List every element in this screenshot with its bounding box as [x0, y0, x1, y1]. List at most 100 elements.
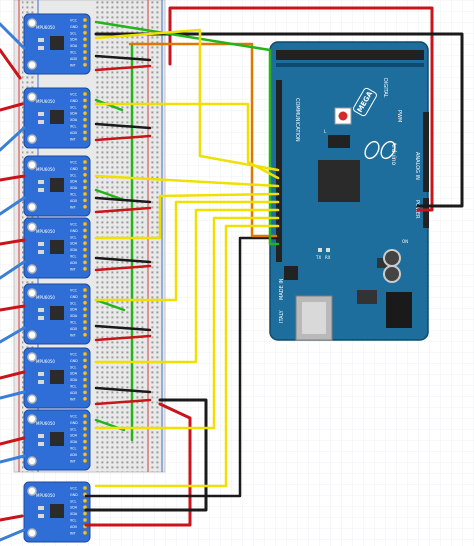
- pin-label: GND: [70, 229, 78, 233]
- mpu-chip: [50, 432, 64, 446]
- wire-blue-left-8: [0, 528, 26, 542]
- module-pin: [82, 247, 88, 252]
- capacitor-1: [383, 249, 401, 267]
- wire-red-power-lower: [84, 402, 192, 527]
- wire-green-2: [94, 188, 126, 202]
- pin-label: VCC: [70, 19, 78, 23]
- pin-label: XCL: [70, 193, 76, 197]
- pin-label: GND: [70, 25, 78, 29]
- l-label: L: [324, 129, 327, 134]
- wire-red-left-4: [0, 238, 26, 246]
- pin-label: INT: [70, 267, 77, 271]
- pin-label: AD0: [70, 57, 77, 61]
- wire-black-j5: [94, 324, 152, 332]
- module-pin: [82, 396, 88, 402]
- pin-label: AD0: [70, 261, 77, 265]
- module-pin: [82, 383, 88, 389]
- module-pin: [82, 332, 88, 338]
- wire-blue-left-5: [0, 326, 26, 344]
- wire-red-left-2: [0, 102, 24, 112]
- module-name-label: MPU6050: [36, 167, 55, 172]
- module-pin: [82, 319, 88, 325]
- pin-label: SDA: [70, 506, 78, 510]
- pin-label: XDA: [70, 512, 78, 516]
- module-pin: [82, 234, 88, 240]
- wire-blue-left-6: [0, 390, 26, 400]
- wire-red-j6: [94, 398, 152, 406]
- module-pin: [82, 24, 88, 29]
- module-pin: [82, 390, 88, 395]
- module-pin: [82, 30, 88, 36]
- pin-label: SCL: [70, 365, 77, 369]
- pin-label: AD0: [70, 199, 77, 203]
- capacitor-2: [383, 265, 401, 283]
- pin-label: GND: [70, 167, 78, 171]
- module-pin: [82, 159, 88, 165]
- wire-red-left-1: [0, 48, 22, 80]
- mpu-chip: [50, 504, 64, 518]
- module-pin: [82, 306, 88, 312]
- pin-label: XCL: [70, 125, 76, 129]
- wire-blue-left-2: [0, 126, 26, 152]
- icsp-header: [328, 135, 350, 148]
- module-pin: [82, 432, 88, 438]
- pin-label: XCL: [70, 51, 76, 55]
- module-pin: [82, 485, 88, 491]
- module-pin: [82, 313, 88, 318]
- module-pin: [82, 370, 88, 376]
- module-pin: [82, 130, 88, 135]
- wire-orange: [128, 42, 278, 238]
- module-pin: [82, 172, 88, 178]
- pin-label: SDA: [70, 434, 78, 438]
- wire-yellow-sda-6: [94, 208, 280, 364]
- module-pin: [82, 98, 88, 103]
- module-pin: [82, 377, 88, 382]
- pin-label: XCL: [70, 255, 76, 259]
- pin-label: INT: [70, 137, 77, 141]
- module-pin: [82, 439, 88, 444]
- pin-label: SDA: [70, 308, 78, 312]
- module-pin: [82, 413, 88, 419]
- pin-label: INT: [70, 531, 77, 535]
- module-pin: [82, 43, 88, 48]
- module-pin: [82, 49, 88, 55]
- module-pin: [82, 198, 88, 203]
- pin-label: XCL: [70, 321, 76, 325]
- wires: [0, 6, 464, 542]
- module-pin: [82, 178, 88, 184]
- pin-label: VCC: [70, 161, 78, 165]
- module-pin: [82, 351, 88, 357]
- module-pin: [82, 358, 88, 363]
- analog-header: [423, 112, 429, 192]
- pin-label: SDA: [70, 372, 78, 376]
- module-name-label: MPU6050: [36, 229, 55, 234]
- module-pin: [82, 530, 88, 536]
- pin-label: VCC: [70, 223, 78, 227]
- power-jack: [386, 292, 412, 328]
- wire-red-j1: [94, 64, 152, 72]
- pin-label: SDA: [70, 242, 78, 246]
- icsp2-header: [284, 266, 298, 280]
- pin-label: SCL: [70, 173, 77, 177]
- wire-black-j1: [94, 54, 152, 62]
- module-pin: [82, 62, 88, 68]
- module-name-label: MPU6050: [36, 359, 55, 364]
- country-label: ITALY: [279, 309, 285, 323]
- module-pin: [82, 221, 88, 227]
- wire-blue-left-1: [0, 22, 26, 50]
- digital-header-left: [276, 80, 282, 262]
- mpu-chip: [50, 110, 64, 124]
- module-pin: [82, 266, 88, 272]
- pin-label: SCL: [70, 427, 77, 431]
- module-pin: [82, 123, 88, 129]
- header-analog-label: ANALOG IN: [414, 152, 420, 180]
- module-pin: [82, 110, 88, 116]
- pin-label: XDA: [70, 314, 78, 318]
- module-pin: [82, 426, 88, 432]
- module-pin: [82, 452, 88, 457]
- module-pin: [82, 326, 88, 331]
- pin-label: SCL: [70, 105, 77, 109]
- wire-red-j2: [94, 134, 152, 142]
